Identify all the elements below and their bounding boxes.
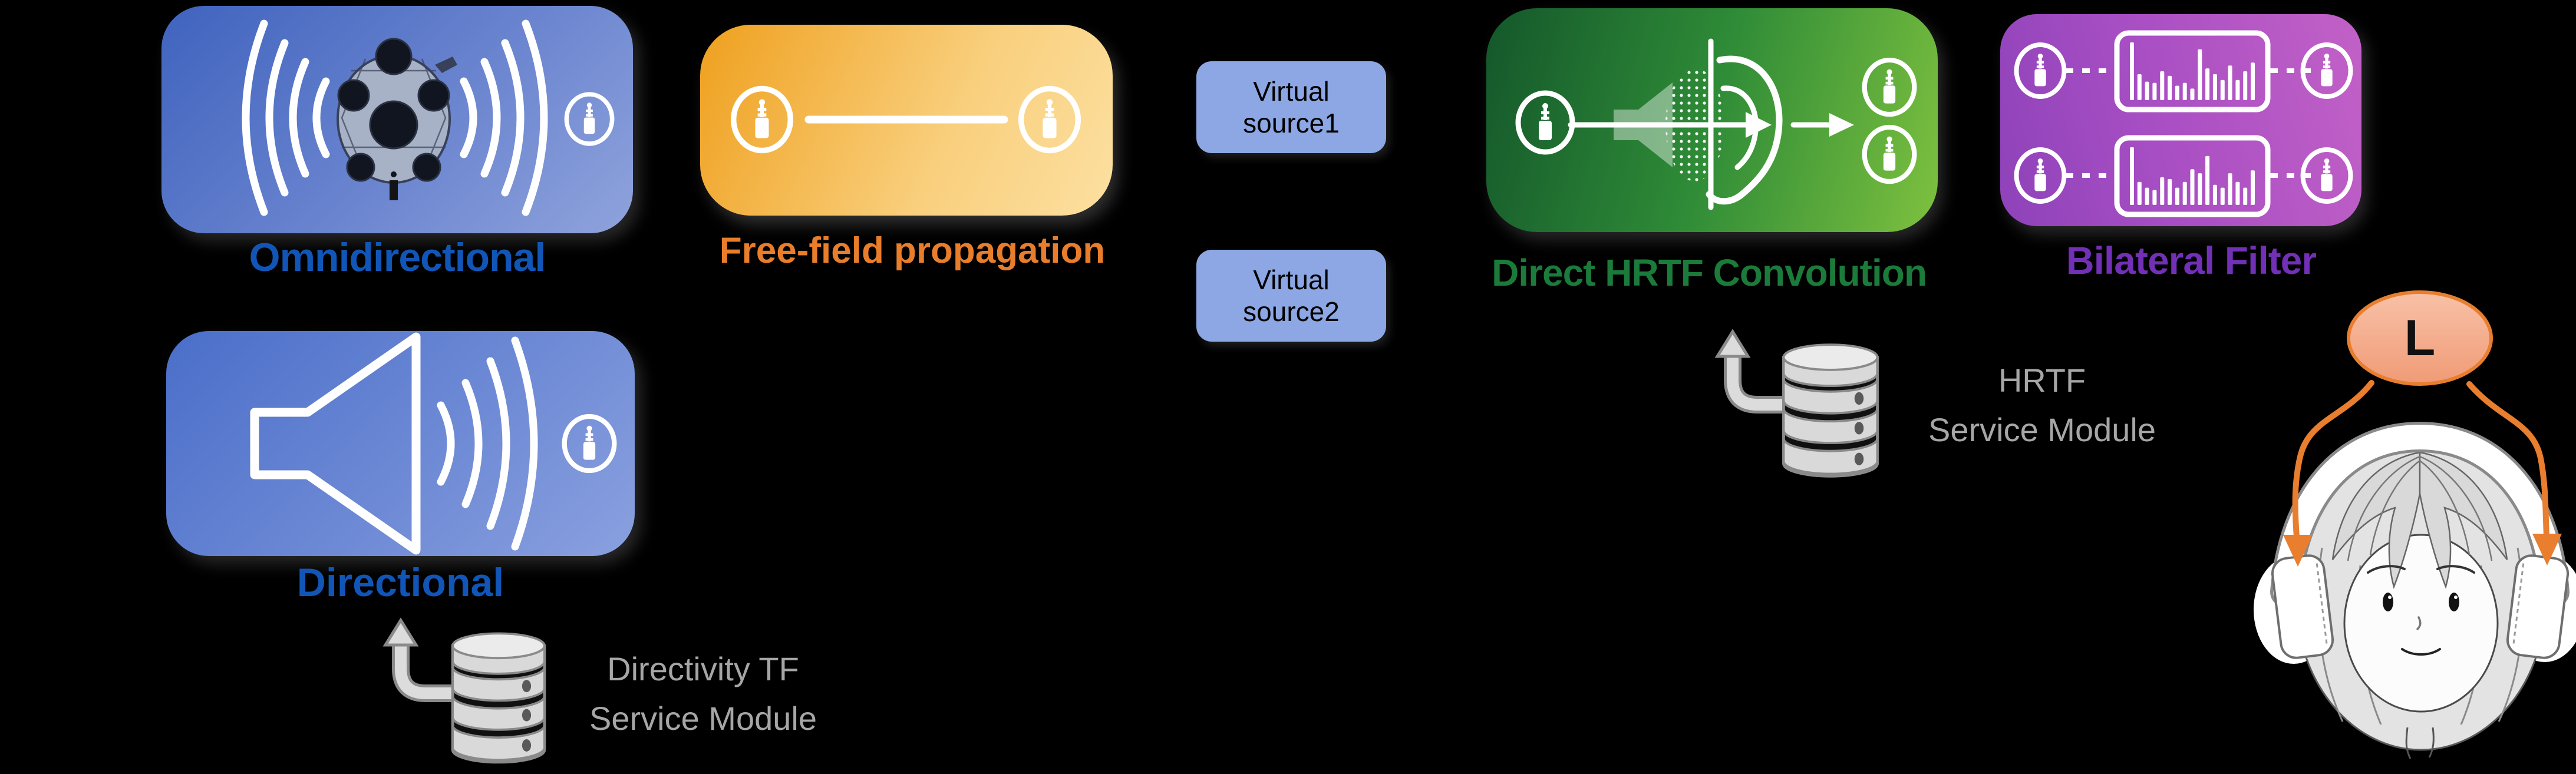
bilateral-filter-box [2000, 14, 2361, 226]
directional-label: Directional [296, 560, 504, 605]
load-arrow-icon [385, 620, 455, 693]
omnidirectional-label: Omnidirectional [249, 235, 546, 280]
directional-source-box [166, 331, 635, 556]
hrtf-service-module-label: HRTF Service Module [1904, 356, 2181, 455]
left-channel-label: L [2404, 309, 2436, 366]
directivity-service-module-label: Directivity TF Service Module [562, 644, 845, 743]
load-arrow-icon [1717, 332, 1787, 405]
direct-hrtf-convolution-label: Direct HRTF Convolution [1492, 252, 1927, 294]
free-field-propagation-label: Free-field propagation [719, 230, 1106, 271]
virtual-source2-box: Virtual source2 [1196, 250, 1386, 342]
database-icon [453, 633, 545, 762]
omnidirectional-source-box [161, 6, 633, 233]
bilateral-filter-label: Bilateral Filter [2066, 239, 2317, 282]
headphones-icon [2270, 421, 2570, 659]
directivity-service-line1: Directivity TF [607, 650, 799, 687]
channel-arrows [2292, 380, 2549, 540]
free-field-propagation-box [700, 25, 1113, 216]
arrowhead [2532, 534, 2562, 565]
virtual-source1-box: Virtual source1 [1196, 61, 1386, 153]
database-icon [1783, 345, 1877, 476]
hrtf-service-line2: Service Module [1928, 411, 2156, 448]
arrowhead [2283, 535, 2313, 567]
hrtf-service-line1: HRTF [1998, 362, 2086, 399]
directivity-service-line2: Service Module [589, 700, 817, 737]
listener-head-icon [2254, 445, 2576, 759]
direct-hrtf-convolution-box [1486, 8, 1938, 232]
